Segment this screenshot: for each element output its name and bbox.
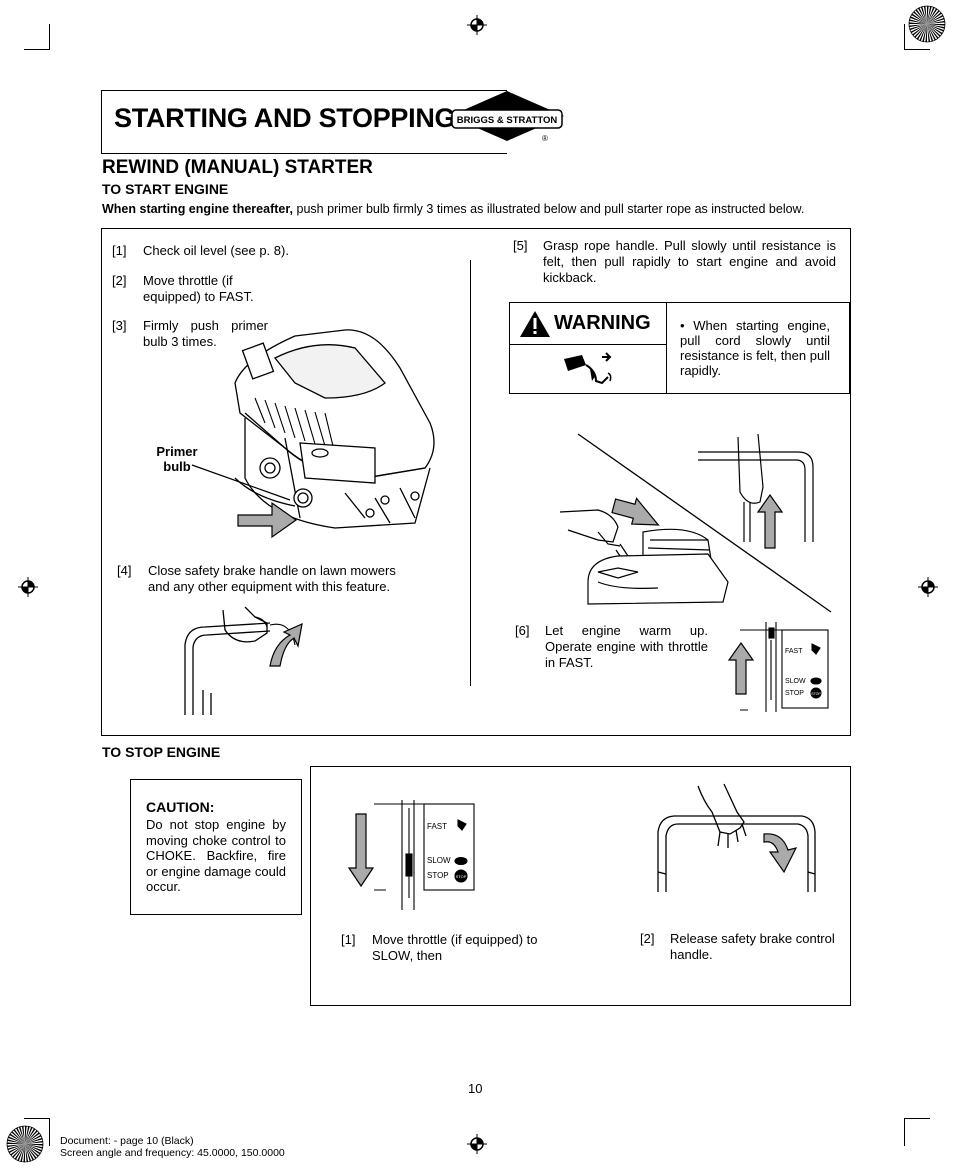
- step-number: [2]: [640, 931, 655, 946]
- throttle-fast-label: FAST: [785, 648, 803, 655]
- intro-rest: push primer bulb firmly 3 times as illus…: [293, 202, 805, 216]
- throttle-fast-label: FAST: [427, 822, 447, 831]
- page-number: 10: [468, 1081, 483, 1096]
- warning-text: • When starting engine, pull cord slowly…: [680, 318, 830, 378]
- step-number: [1]: [112, 243, 127, 258]
- warning-header: WARNING: [510, 303, 667, 393]
- release-handle-illustration: [657, 783, 816, 892]
- caution-box: CAUTION: Do not stop engine by moving ch…: [130, 779, 302, 915]
- throttle-control-fast: FAST SLOW STOP STOP: [740, 622, 829, 712]
- footer-line-2: Screen angle and frequency: 45.0000, 150…: [60, 1147, 285, 1159]
- throttle-slow-label: SLOW: [427, 856, 451, 865]
- step-number: [5]: [513, 238, 528, 253]
- warning-triangle-icon: [520, 311, 550, 337]
- rope-pull-illustration: [559, 433, 832, 613]
- up-arrow-icon: [757, 494, 783, 549]
- up-arrow-icon: [728, 642, 754, 695]
- step-text: Close safety brake handle on lawn mowers…: [148, 563, 396, 594]
- starburst-mark-icon: [6, 1125, 44, 1163]
- title-box: [101, 90, 507, 154]
- primer-pointer-line: [191, 464, 291, 501]
- logo-text: BRIGGS & STRATTON: [457, 115, 558, 126]
- step-text: Move throttle (if equipped) to SLOW, the…: [372, 932, 538, 963]
- crop-mark: [904, 49, 930, 50]
- step-number: [3]: [112, 318, 127, 333]
- registered-mark: ®: [542, 134, 548, 143]
- registration-mark-icon: [467, 15, 487, 35]
- registration-mark-icon: [467, 1134, 487, 1154]
- step-number: [2]: [112, 273, 127, 288]
- crop-mark: [24, 49, 50, 50]
- crop-mark: [49, 24, 50, 50]
- pull-arrow-icon: [611, 497, 660, 526]
- throttle-stop-label: STOP: [427, 871, 449, 880]
- step-text: Firmly push primer bulb 3 times.: [143, 318, 268, 349]
- briggs-stratton-logo: BRIGGS & STRATTON: [450, 91, 564, 141]
- step-number: [1]: [341, 932, 356, 947]
- stop-badge-text: STOP: [811, 692, 821, 696]
- brake-handle-illustration: [184, 606, 296, 715]
- warning-box: WARNING • When starting engine, pull cor…: [509, 302, 850, 394]
- starburst-mark-icon: [908, 5, 946, 43]
- intro-bold: When starting engine thereafter,: [102, 202, 294, 216]
- document-footer: Document: - page 10 (Black) Screen angle…: [60, 1135, 285, 1159]
- intro-text: When starting engine thereafter, push pr…: [102, 202, 804, 216]
- rotate-arrow-icon: [269, 622, 303, 667]
- throttle-slow-label: SLOW: [785, 678, 806, 685]
- stop-engine-heading: TO STOP ENGINE: [102, 744, 221, 760]
- start-engine-panel: [101, 228, 851, 736]
- primer-bulb-label: Primer bulb: [156, 444, 198, 474]
- page-title: STARTING AND STOPPING: [114, 103, 456, 133]
- step-text: Release safety brake control handle.: [670, 931, 835, 962]
- kickback-hand-icon: [564, 352, 612, 385]
- crop-mark: [24, 1118, 50, 1119]
- engine-illustration: [234, 329, 435, 529]
- push-arrow-icon: [237, 501, 298, 539]
- step-number: [6]: [515, 623, 530, 638]
- step-number: [4]: [117, 563, 132, 578]
- section-title: REWIND (MANUAL) STARTER: [102, 157, 373, 178]
- warning-divider: [510, 344, 666, 345]
- caution-text: Do not stop engine by moving choke contr…: [146, 817, 286, 894]
- step-text: Grasp rope handle. Pull slowly until res…: [543, 238, 836, 285]
- stop-engine-panel: [310, 766, 851, 1006]
- warning-word: WARNING: [554, 312, 651, 334]
- step-text: Check oil level (see p. 8).: [143, 243, 289, 258]
- start-engine-heading: TO START ENGINE: [102, 181, 229, 197]
- crop-mark: [904, 1118, 905, 1146]
- crop-mark: [904, 24, 905, 50]
- down-arrow-icon: [348, 813, 374, 888]
- caution-title: CAUTION:: [146, 799, 215, 815]
- crop-mark: [49, 1118, 50, 1146]
- release-arrow-icon: [763, 833, 798, 874]
- panel-divider: [470, 260, 471, 686]
- throttle-stop-label: STOP: [785, 690, 804, 697]
- step-text: Let engine warm up. Operate engine with …: [545, 623, 708, 670]
- stop-badge-text: STOP: [456, 874, 467, 879]
- crop-mark: [904, 1118, 930, 1119]
- footer-line-1: Document: - page 10 (Black): [60, 1135, 194, 1147]
- registration-mark-icon: [918, 577, 938, 597]
- step-text: Move throttle (if equipped) to FAST.: [143, 273, 254, 304]
- registration-mark-icon: [18, 577, 38, 597]
- throttle-control-slow: FAST SLOW STOP STOP: [374, 800, 475, 910]
